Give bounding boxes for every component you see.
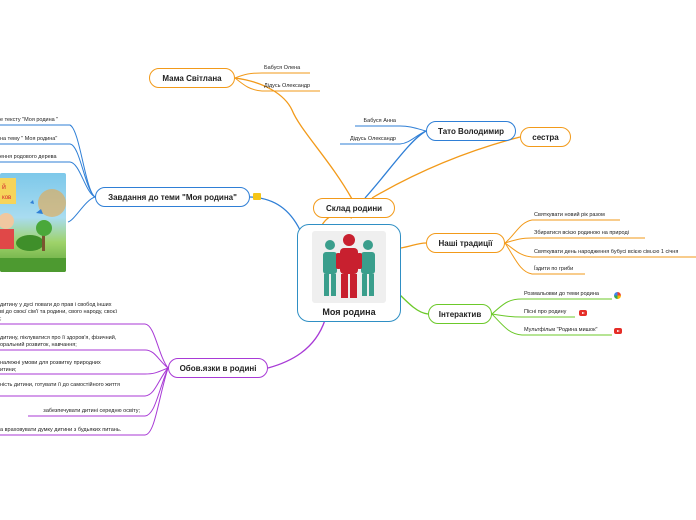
central-title: Моя родина <box>322 307 376 317</box>
oboviazky-item[interactable]: дитину, піклуватися про її здоров'я, фіз… <box>0 335 117 348</box>
topic-interaktyv[interactable]: Інтерактив <box>428 304 492 324</box>
family-picture <box>312 231 386 303</box>
cartoon-scene-icon: й ков <box>0 178 66 272</box>
oboviazky-item[interactable]: забезпечувати дитині середню освіту; <box>43 408 140 414</box>
google-icon[interactable] <box>614 292 621 299</box>
oboviazky-item[interactable]: а враховувати думку дитини з будьяких пи… <box>0 427 122 433</box>
zavdannia-item[interactable]: ення родового дерева <box>0 154 57 160</box>
note-icon[interactable] <box>253 193 261 200</box>
tradytsii-item[interactable]: Збиратися всією родиною на природі <box>534 230 629 236</box>
svg-text:й: й <box>2 183 6 191</box>
family-cartoon-image[interactable]: й ков <box>0 173 66 272</box>
zavdannia-item[interactable]: е тексту "Моя родина " <box>0 117 59 123</box>
tradytsii-item[interactable]: Їздити по гриби <box>534 266 574 272</box>
tato-item[interactable]: Дідусь Олександр <box>349 136 396 142</box>
topic-tato[interactable]: Тато Володимир <box>426 121 516 141</box>
link-sestra <box>371 136 521 199</box>
interaktyv-item[interactable]: Пісні про родину <box>524 309 567 315</box>
youtube-icon[interactable] <box>579 310 587 316</box>
family-people-icon <box>323 234 375 298</box>
youtube-icon[interactable] <box>614 328 622 334</box>
mama-item[interactable]: Бабуся Олена <box>264 65 301 71</box>
oboviazky-item[interactable]: ність дитини, готувати її до самостійног… <box>0 382 120 388</box>
tato-item[interactable]: Бабуся Анна <box>363 118 396 124</box>
central-topic[interactable]: Моя родина <box>297 224 401 322</box>
zavdannia-item[interactable]: на тему " Моя родина" <box>0 136 58 142</box>
oboviazky-item[interactable]: дитину у дусі поваги до прав і свобод ін… <box>0 302 118 322</box>
tradytsii-item[interactable]: Святкувати новий рік разом <box>534 212 605 218</box>
oboviazky-item[interactable]: належні умови для розвитку природних ити… <box>0 360 101 373</box>
topic-zavdannia[interactable]: Завдання до теми "Моя родина" <box>95 187 250 207</box>
topic-oboviazky[interactable]: Обов.язки в родині <box>168 358 268 378</box>
topic-mama[interactable]: Мама Світлана <box>149 68 235 88</box>
link-tato <box>364 130 427 199</box>
interaktyv-item[interactable]: Розмальовки до теми родина <box>524 291 599 297</box>
interaktyv-item[interactable]: Мультфільм "Родина мишок" <box>524 327 598 333</box>
link-zavdannia <box>249 196 301 231</box>
topic-tradytsii[interactable]: Наші традиції <box>426 233 505 253</box>
link-tradytsii <box>400 242 427 249</box>
link-oboviazky <box>267 319 326 369</box>
link-mama <box>234 77 353 200</box>
topic-sklad[interactable]: Склад родини <box>313 198 395 218</box>
topic-sestra[interactable]: сестра <box>520 127 571 147</box>
tradytsii-item[interactable]: Святкувати день народження бубусі всією … <box>534 249 679 255</box>
svg-text:ков: ков <box>2 195 11 201</box>
mama-item[interactable]: Дідусь Олександр <box>264 83 311 89</box>
